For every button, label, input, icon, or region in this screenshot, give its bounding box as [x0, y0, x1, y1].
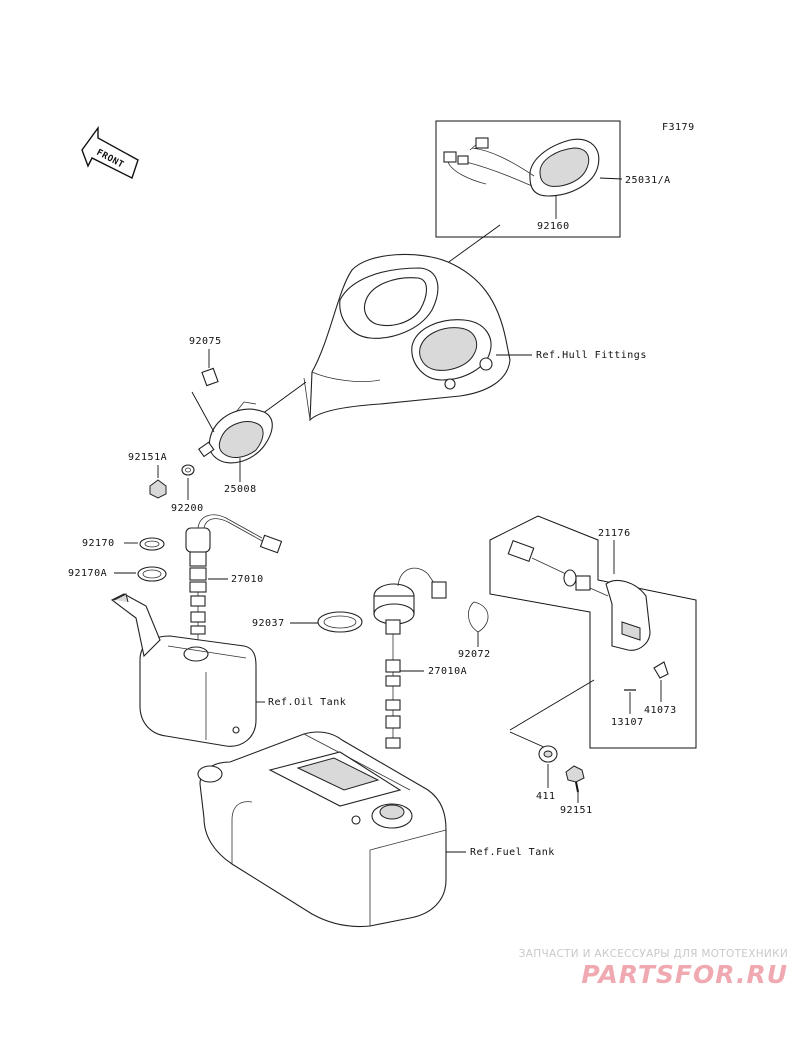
front-arrow-icon: FRONT [81, 125, 139, 179]
callout-27010: 27010 [231, 574, 264, 585]
bracket-box [489, 515, 697, 749]
callout-92072: 92072 [458, 649, 491, 660]
washer-411-icon [538, 745, 558, 763]
ref-hull-fittings: Ref.Hull Fittings [536, 350, 647, 361]
clip-icon [653, 661, 669, 679]
band-clamp-icon [317, 611, 363, 633]
fuel-tank-icon [197, 731, 447, 928]
washer-icon [181, 464, 195, 476]
watermark: ЗАПЧАСТИ И АКСЕССУАРЫ ДЛЯ МОТОТЕХНИКИ PA… [488, 948, 788, 990]
callout-13107: 13107 [611, 717, 644, 728]
callout-92151: 92151 [560, 805, 593, 816]
callout-411: 411 [536, 791, 556, 802]
fuel-sensor-icon [373, 567, 447, 749]
callout-92170a: 92170A [68, 568, 107, 579]
meter-assembly-icon [443, 137, 600, 197]
oil-tank-icon [110, 593, 257, 747]
hose-clamp-a-icon [137, 566, 167, 582]
ref-oil-tank: Ref.Oil Tank [268, 697, 346, 708]
bolt-92151-icon [565, 765, 585, 793]
callout-25031a: 25031/A [625, 175, 671, 186]
callout-21176: 21176 [598, 528, 631, 539]
callout-92200: 92200 [171, 503, 204, 514]
callout-92037: 92037 [252, 618, 285, 629]
figure-code: F3179 [662, 122, 695, 133]
oil-sensor-icon [185, 514, 283, 640]
hose-clamp-icon [139, 537, 165, 551]
relay-bracket-icon [198, 367, 273, 464]
callout-27010a: 27010A [428, 666, 467, 677]
bolt-icon [149, 479, 167, 499]
callout-92170: 92170 [82, 538, 115, 549]
watermark-logo: PARTSFOR.RU [581, 960, 788, 989]
callout-92151a: 92151A [128, 452, 167, 463]
callout-41073: 41073 [644, 705, 677, 716]
ref-fuel-tank: Ref.Fuel Tank [470, 847, 555, 858]
callout-92160: 92160 [537, 221, 570, 232]
watermark-tagline: ЗАПЧАСТИ И АКСЕССУАРЫ ДЛЯ МОТОТЕХНИКИ [518, 948, 788, 960]
gauge-box [435, 120, 621, 238]
sender-bracket-icon [507, 539, 651, 651]
snap-ring-icon [468, 601, 489, 633]
hull-panel-icon [303, 253, 511, 422]
callout-25008: 25008 [224, 484, 257, 495]
callout-92075: 92075 [189, 336, 222, 347]
